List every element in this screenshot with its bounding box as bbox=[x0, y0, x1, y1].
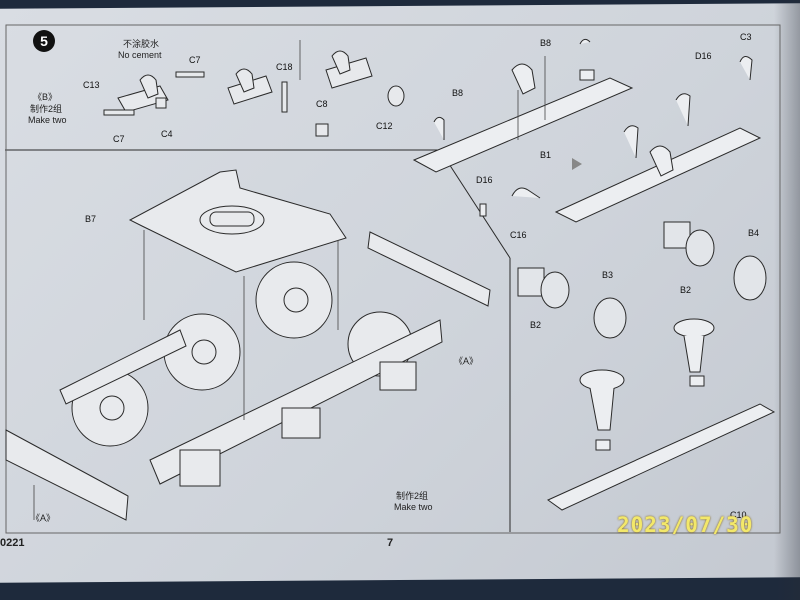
part-label-b2-right: B2 bbox=[680, 285, 692, 295]
no-cement-note-cn: 不涂胶水 bbox=[123, 39, 160, 49]
subassembly-a-label-right: 《A》 bbox=[454, 356, 479, 366]
buffer-b2-right bbox=[663, 221, 767, 301]
part-label-d16-mid: D16 bbox=[476, 175, 493, 185]
part-label-c10: C10 bbox=[730, 510, 747, 520]
part-label-b8-left: B8 bbox=[452, 88, 464, 98]
coupling-hook-2 bbox=[227, 68, 273, 105]
assembly-guide-lines bbox=[33, 40, 546, 520]
subassembly-b-label: 《B》 bbox=[33, 92, 58, 102]
photo-date-stamp: 2023/07/30 bbox=[617, 513, 754, 537]
bogie-chassis bbox=[5, 169, 491, 521]
make-two-cn-top: 制作2组 bbox=[30, 104, 63, 114]
subassembly-a-label-left: 《A》 bbox=[31, 513, 56, 523]
buffer-beam-assembled bbox=[554, 56, 762, 223]
part-label-b7: B7 bbox=[85, 214, 97, 224]
part-label-c18: C18 bbox=[276, 62, 293, 72]
buffer-b2-left bbox=[517, 267, 627, 339]
part-label-c3: C3 bbox=[740, 32, 752, 42]
product-code: 0221 bbox=[0, 537, 25, 549]
make-two-cn-bottom: 制作2组 bbox=[396, 491, 429, 501]
coupling-hook-c13 bbox=[103, 71, 205, 116]
part-label-c13: C13 bbox=[83, 80, 100, 90]
part-label-b1: B1 bbox=[540, 150, 552, 160]
lever-c16 bbox=[479, 187, 541, 217]
buffer-beam-lower bbox=[547, 318, 776, 511]
part-label-b8-top: B8 bbox=[540, 38, 552, 48]
part-label-b3: B3 bbox=[602, 270, 614, 280]
part-label-b2-left: B2 bbox=[530, 320, 542, 330]
buffer-beam-b1 bbox=[412, 38, 634, 173]
part-label-c12: C12 bbox=[376, 121, 393, 131]
part-label-c8: C8 bbox=[316, 99, 328, 109]
page-edge-shadow bbox=[774, 0, 800, 600]
page-number: 7 bbox=[387, 537, 394, 549]
arrow-icon bbox=[572, 158, 582, 170]
page-frame bbox=[5, 24, 781, 534]
part-label-c4: C4 bbox=[161, 129, 173, 139]
part-label-c7-bottom: C7 bbox=[113, 134, 125, 144]
pin-c18 bbox=[281, 81, 329, 137]
coupling-hook-c12 bbox=[325, 50, 405, 107]
make-two-en-bottom: Make two bbox=[394, 502, 433, 512]
part-label-d16-top: D16 bbox=[695, 51, 712, 61]
no-cement-note-en: No cement bbox=[118, 50, 162, 60]
part-label-c7-top: C7 bbox=[189, 55, 201, 65]
divider-diagonal bbox=[439, 149, 511, 259]
make-two-en-top: Make two bbox=[28, 115, 67, 125]
part-label-c16: C16 bbox=[510, 230, 527, 240]
part-label-b4: B4 bbox=[748, 228, 760, 238]
step-number-badge: 5 bbox=[33, 30, 55, 52]
